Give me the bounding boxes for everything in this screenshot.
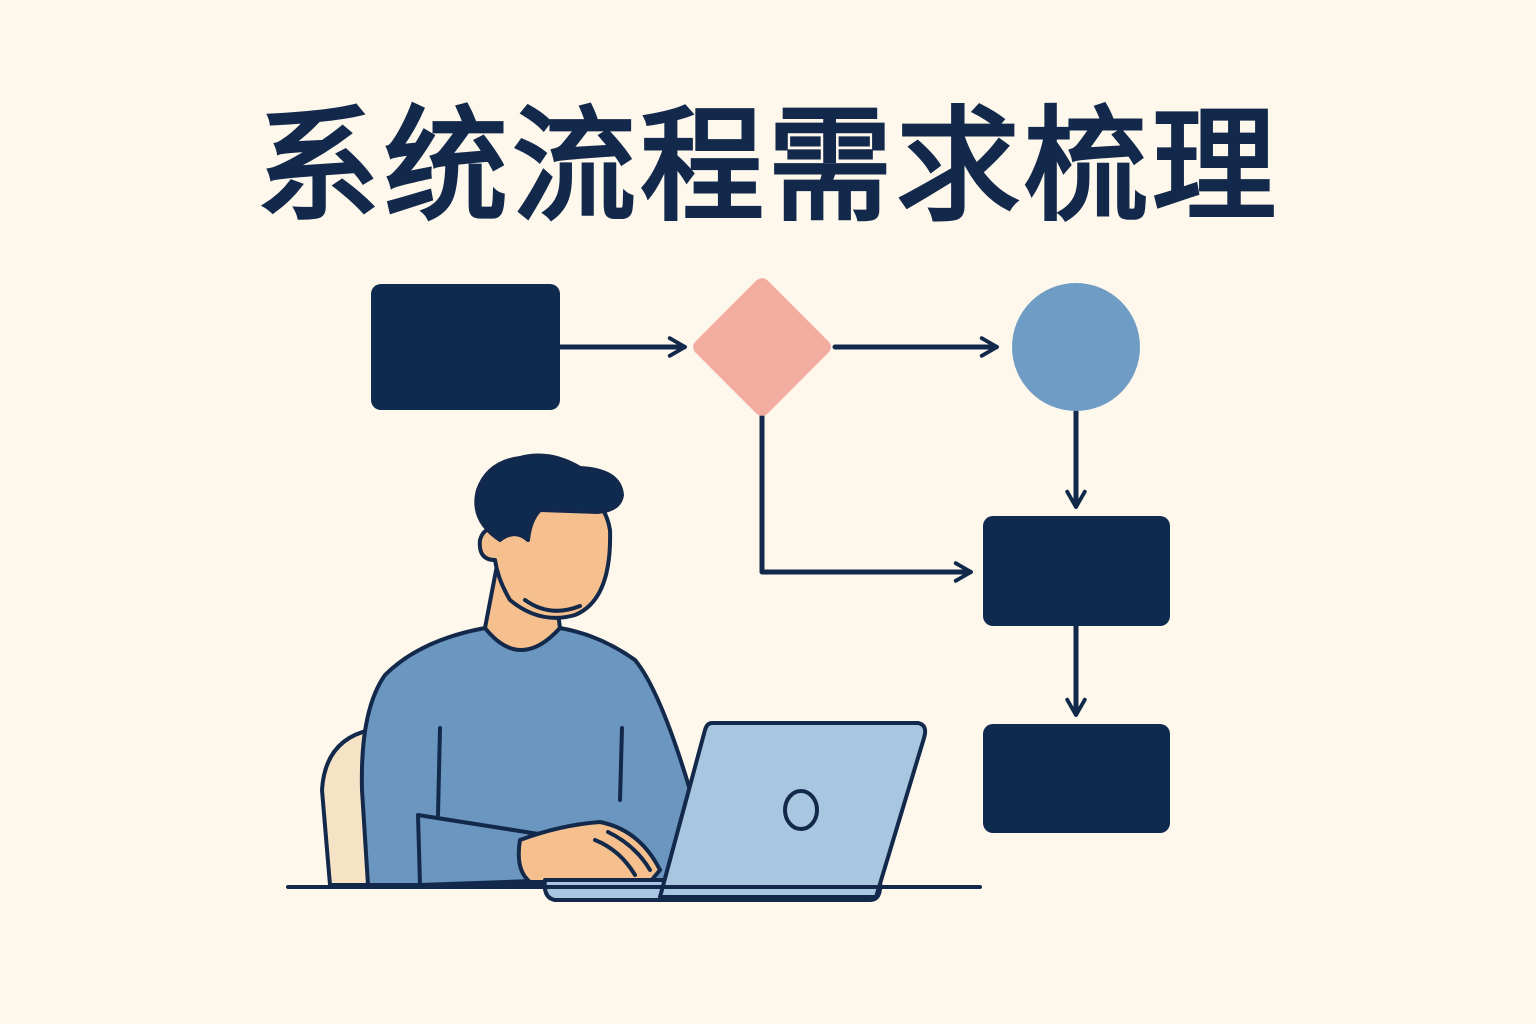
laptop-screen <box>658 721 928 899</box>
laptop-logo-icon <box>783 789 819 831</box>
hair <box>474 453 624 542</box>
hand <box>516 820 662 884</box>
arrow-4 <box>759 412 974 583</box>
terminal-circle <box>1012 283 1140 411</box>
person-at-laptop-icon <box>286 453 982 902</box>
decision-diamond <box>693 278 831 416</box>
process-box-1 <box>371 284 560 410</box>
process-box-3 <box>983 724 1170 833</box>
process-box-2 <box>983 516 1170 626</box>
page-title: 系统流程需求梳理 <box>255 95 1280 239</box>
